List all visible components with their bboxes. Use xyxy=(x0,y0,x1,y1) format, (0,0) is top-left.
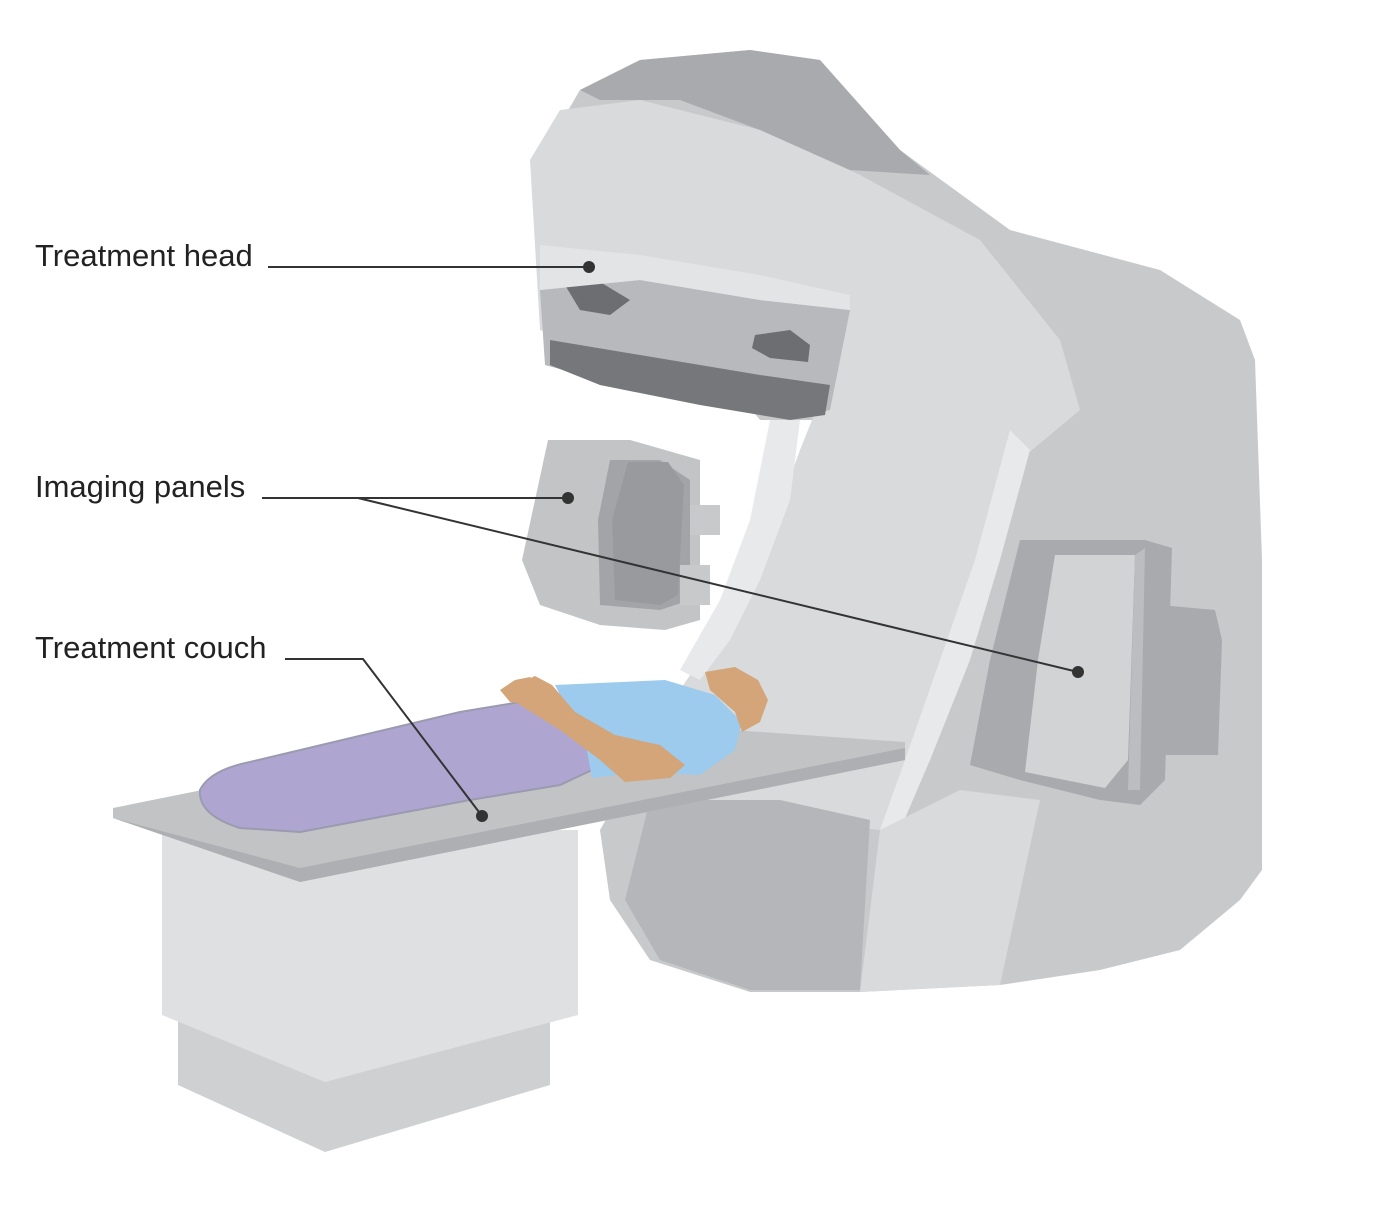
right-panel-edge xyxy=(1128,548,1145,790)
left-panel-inner xyxy=(612,462,684,605)
leader-treatment-couch xyxy=(285,658,483,817)
label-imaging-panels: Imaging panels xyxy=(35,469,246,504)
patient-figure xyxy=(198,667,768,834)
patient-head xyxy=(705,667,768,732)
head-collimator-left xyxy=(565,282,630,315)
gantry-lower-light xyxy=(860,790,1040,992)
leader-imaging-panel-right xyxy=(357,497,1079,673)
left-panel-arm xyxy=(690,505,720,535)
label-treatment-couch: Treatment couch xyxy=(35,630,267,665)
couch-pedestal xyxy=(162,830,578,1082)
gantry-top-band xyxy=(580,50,930,175)
head-upper-face xyxy=(540,245,850,310)
callout-points xyxy=(476,261,1084,822)
right-panel-back xyxy=(1160,605,1222,755)
treatment-head xyxy=(540,245,850,420)
gantry-arc-stripe xyxy=(880,430,1030,830)
left-panel-arm-lower xyxy=(680,565,710,605)
head-collimator-right xyxy=(752,330,810,362)
head-lower-band xyxy=(550,340,830,420)
imaging-panel-left xyxy=(522,440,720,630)
patient-hand xyxy=(500,677,545,705)
label-treatment-head: Treatment head xyxy=(35,238,253,273)
gantry-lower-panel xyxy=(625,800,870,990)
point-imaging-panel-right xyxy=(1072,666,1084,678)
gantry-column-stripe xyxy=(680,420,800,680)
point-treatment-head xyxy=(583,261,595,273)
point-imaging-panel-left xyxy=(562,492,574,504)
point-treatment-couch xyxy=(476,810,488,822)
callouts xyxy=(262,266,1079,817)
patient-arm xyxy=(510,676,685,782)
